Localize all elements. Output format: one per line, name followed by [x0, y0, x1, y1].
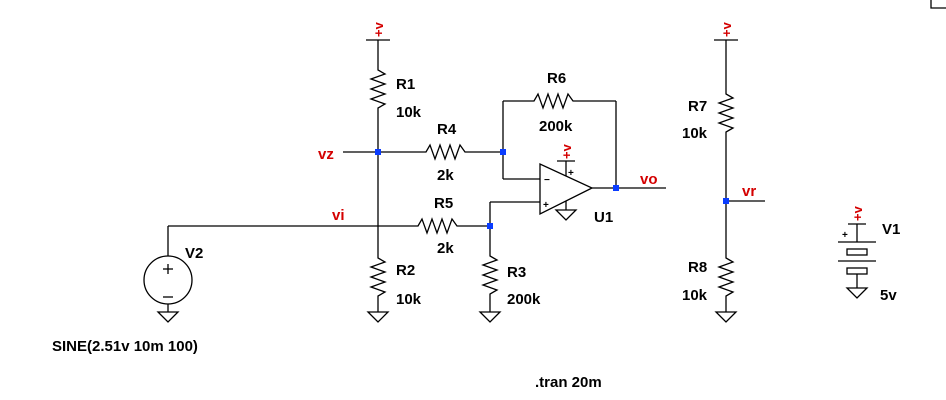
r2-name: R2 — [396, 262, 415, 279]
opamp-plus-sign: + — [543, 200, 549, 211]
ground-u1 — [554, 209, 578, 221]
net-label-vz: vz — [318, 146, 334, 163]
junctions — [375, 149, 729, 229]
r6-value: 200k — [539, 118, 573, 135]
r5-value: 2k — [437, 240, 454, 257]
frame-corner — [930, 0, 946, 9]
junction-r4-r6 — [500, 149, 506, 155]
ground-r8 — [714, 311, 738, 323]
net-label-vi: vi — [332, 207, 345, 224]
resistor-r6 — [530, 92, 580, 110]
power-label-v1: +v — [850, 205, 865, 221]
ground-v2 — [156, 311, 180, 323]
r8-value: 10k — [682, 287, 708, 304]
junction-r5-r3 — [487, 223, 493, 229]
spice-directive: .tran 20m — [535, 374, 602, 391]
opamp-u1: − + + — [539, 162, 594, 216]
power-label-u1: +v — [559, 143, 574, 159]
r3-value: 200k — [507, 291, 541, 308]
r7-value: 10k — [682, 125, 708, 142]
opamp-vplus-sign: + — [568, 168, 574, 179]
power-flag-u1: +v — [557, 143, 575, 172]
resistor-r7 — [717, 88, 735, 138]
junction-vr — [723, 198, 729, 204]
r5-name: R5 — [434, 195, 453, 212]
v2-name: V2 — [185, 245, 203, 262]
ground-r3 — [478, 311, 502, 323]
ground-v1 — [845, 287, 869, 299]
wires — [167, 100, 765, 256]
r1-value: 10k — [396, 104, 422, 121]
u1-name: U1 — [594, 209, 613, 226]
r1-name: R1 — [396, 76, 415, 93]
ground-r2 — [366, 311, 390, 323]
r7-name: R7 — [688, 98, 707, 115]
battery-v1: + — [838, 230, 876, 288]
v1-value: 5v — [880, 287, 897, 304]
resistor-r5 — [412, 217, 468, 235]
sine-source-v2 — [143, 255, 193, 305]
net-label-vr: vr — [742, 183, 756, 200]
r4-value: 2k — [437, 167, 454, 184]
resistor-r3 — [481, 250, 499, 312]
power-flag-r7: +v — [714, 21, 738, 88]
r2-value: 10k — [396, 291, 422, 308]
v1-name: V1 — [882, 221, 900, 238]
resistor-r1 — [369, 66, 387, 121]
r3-name: R3 — [507, 264, 526, 281]
power-label-r7: +v — [719, 21, 734, 37]
v2-value: SINE(2.51v 10m 100) — [52, 338, 198, 355]
r4-name: R4 — [437, 121, 457, 138]
battery-plus-sign: + — [842, 230, 848, 241]
resistor-r4 — [422, 143, 470, 161]
net-label-vo: vo — [640, 171, 658, 188]
power-flag-r1: +v — [366, 21, 390, 66]
r8-name: R8 — [688, 259, 707, 276]
power-flag-v1: +v — [848, 205, 866, 234]
r6-name: R6 — [547, 70, 566, 87]
junction-vz — [375, 149, 381, 155]
power-label-r1: +v — [371, 21, 386, 37]
resistor-r2 — [369, 254, 387, 312]
opamp-minus-sign: − — [544, 175, 550, 186]
resistor-r8 — [717, 252, 735, 312]
junction-vo — [613, 185, 619, 191]
